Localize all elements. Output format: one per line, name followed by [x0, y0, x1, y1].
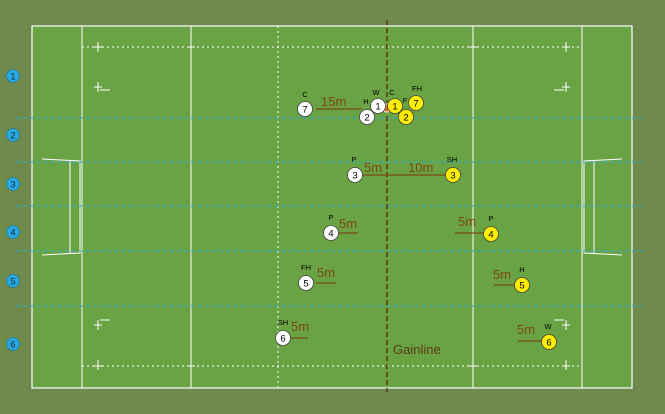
white-team: 7 C 1 W 2 H 3 P 4 P 5 FH 6	[275, 88, 386, 346]
yellow-player: 4 P	[483, 214, 499, 242]
player-role: P	[488, 214, 493, 223]
player-role: C	[302, 90, 308, 99]
distance-label: 5m	[291, 319, 309, 334]
player-number: 3	[450, 171, 455, 182]
goal-posts-right	[583, 158, 623, 256]
distance-label: 15m	[321, 94, 346, 109]
player-role: FH	[301, 263, 311, 272]
white-player: 4 P	[323, 213, 339, 241]
distance-label: 5m	[517, 322, 535, 337]
player-role: W	[544, 322, 552, 331]
channel-label: 1	[10, 72, 15, 82]
field	[31, 25, 633, 389]
player-role: H	[519, 265, 524, 274]
channel-badge	[6, 274, 20, 288]
distance-label: 5m	[458, 214, 476, 229]
goal-posts-left	[41, 158, 81, 256]
player-number: 7	[302, 105, 307, 116]
player-number: 2	[403, 113, 408, 124]
yellow-player: 3 SH	[445, 155, 461, 183]
player-number: 5	[519, 281, 524, 292]
player-number: 4	[488, 230, 493, 241]
white-player: 5 FH	[298, 263, 314, 291]
player-role: H	[363, 97, 368, 106]
yellow-player: 6 W	[541, 322, 557, 350]
player-role: W	[372, 88, 380, 97]
channel-label: 3	[10, 180, 15, 190]
white-player: 3 P	[347, 155, 363, 183]
gainline-label: Gainline	[393, 342, 441, 357]
player-role: P	[328, 213, 333, 222]
hash-marks	[94, 42, 570, 370]
channel-label: 6	[10, 340, 15, 350]
white-player: 6 SH	[275, 318, 291, 346]
white-player: 2 H	[359, 97, 375, 125]
channel-badge	[6, 225, 20, 239]
yellow-player: 1 C	[387, 88, 403, 114]
player-number: 6	[280, 334, 285, 345]
distance-label: 10m	[408, 160, 433, 175]
distance-lines	[291, 108, 544, 342]
yellow-team: 1 C 7 FH 2 F 3 SH 4 P 5 H	[387, 84, 557, 350]
yellow-player: 5 H	[514, 265, 530, 293]
channel-badges: 1 2 3 4 5 6	[6, 69, 20, 351]
white-player: 1 W	[370, 88, 386, 114]
distance-labels: 15m 5m 10m 5m 5m 5m 5m 5m 5m	[291, 94, 535, 337]
channel-label: 5	[10, 277, 15, 287]
distance-label: 5m	[339, 216, 357, 231]
player-number: 1	[392, 102, 397, 113]
yellow-player: 7 FH	[408, 84, 424, 111]
player-number: 3	[352, 171, 357, 182]
player-role: SH	[447, 155, 457, 164]
player-number: 6	[546, 338, 551, 349]
player-role: SH	[278, 318, 288, 327]
distance-label: 5m	[317, 265, 335, 280]
player-role: F	[403, 96, 408, 105]
player-number: 5	[303, 279, 308, 290]
channel-label: 2	[10, 131, 15, 141]
player-role: C	[389, 88, 395, 97]
player-number: 7	[413, 99, 418, 110]
player-number: 1	[375, 102, 380, 113]
channel-badge	[6, 177, 20, 191]
channel-badge	[6, 128, 20, 142]
channel-label: 4	[10, 228, 15, 238]
channel-badge	[6, 337, 20, 351]
player-role: P	[351, 155, 356, 164]
player-number: 2	[364, 113, 369, 124]
player-number: 4	[328, 229, 333, 240]
yellow-player: 2 F	[398, 96, 414, 125]
player-role: FH	[412, 84, 422, 93]
distance-label: 5m	[493, 267, 511, 282]
distance-label: 5m	[364, 160, 382, 175]
channel-badge	[6, 69, 20, 83]
white-player: 7 C	[297, 90, 313, 117]
